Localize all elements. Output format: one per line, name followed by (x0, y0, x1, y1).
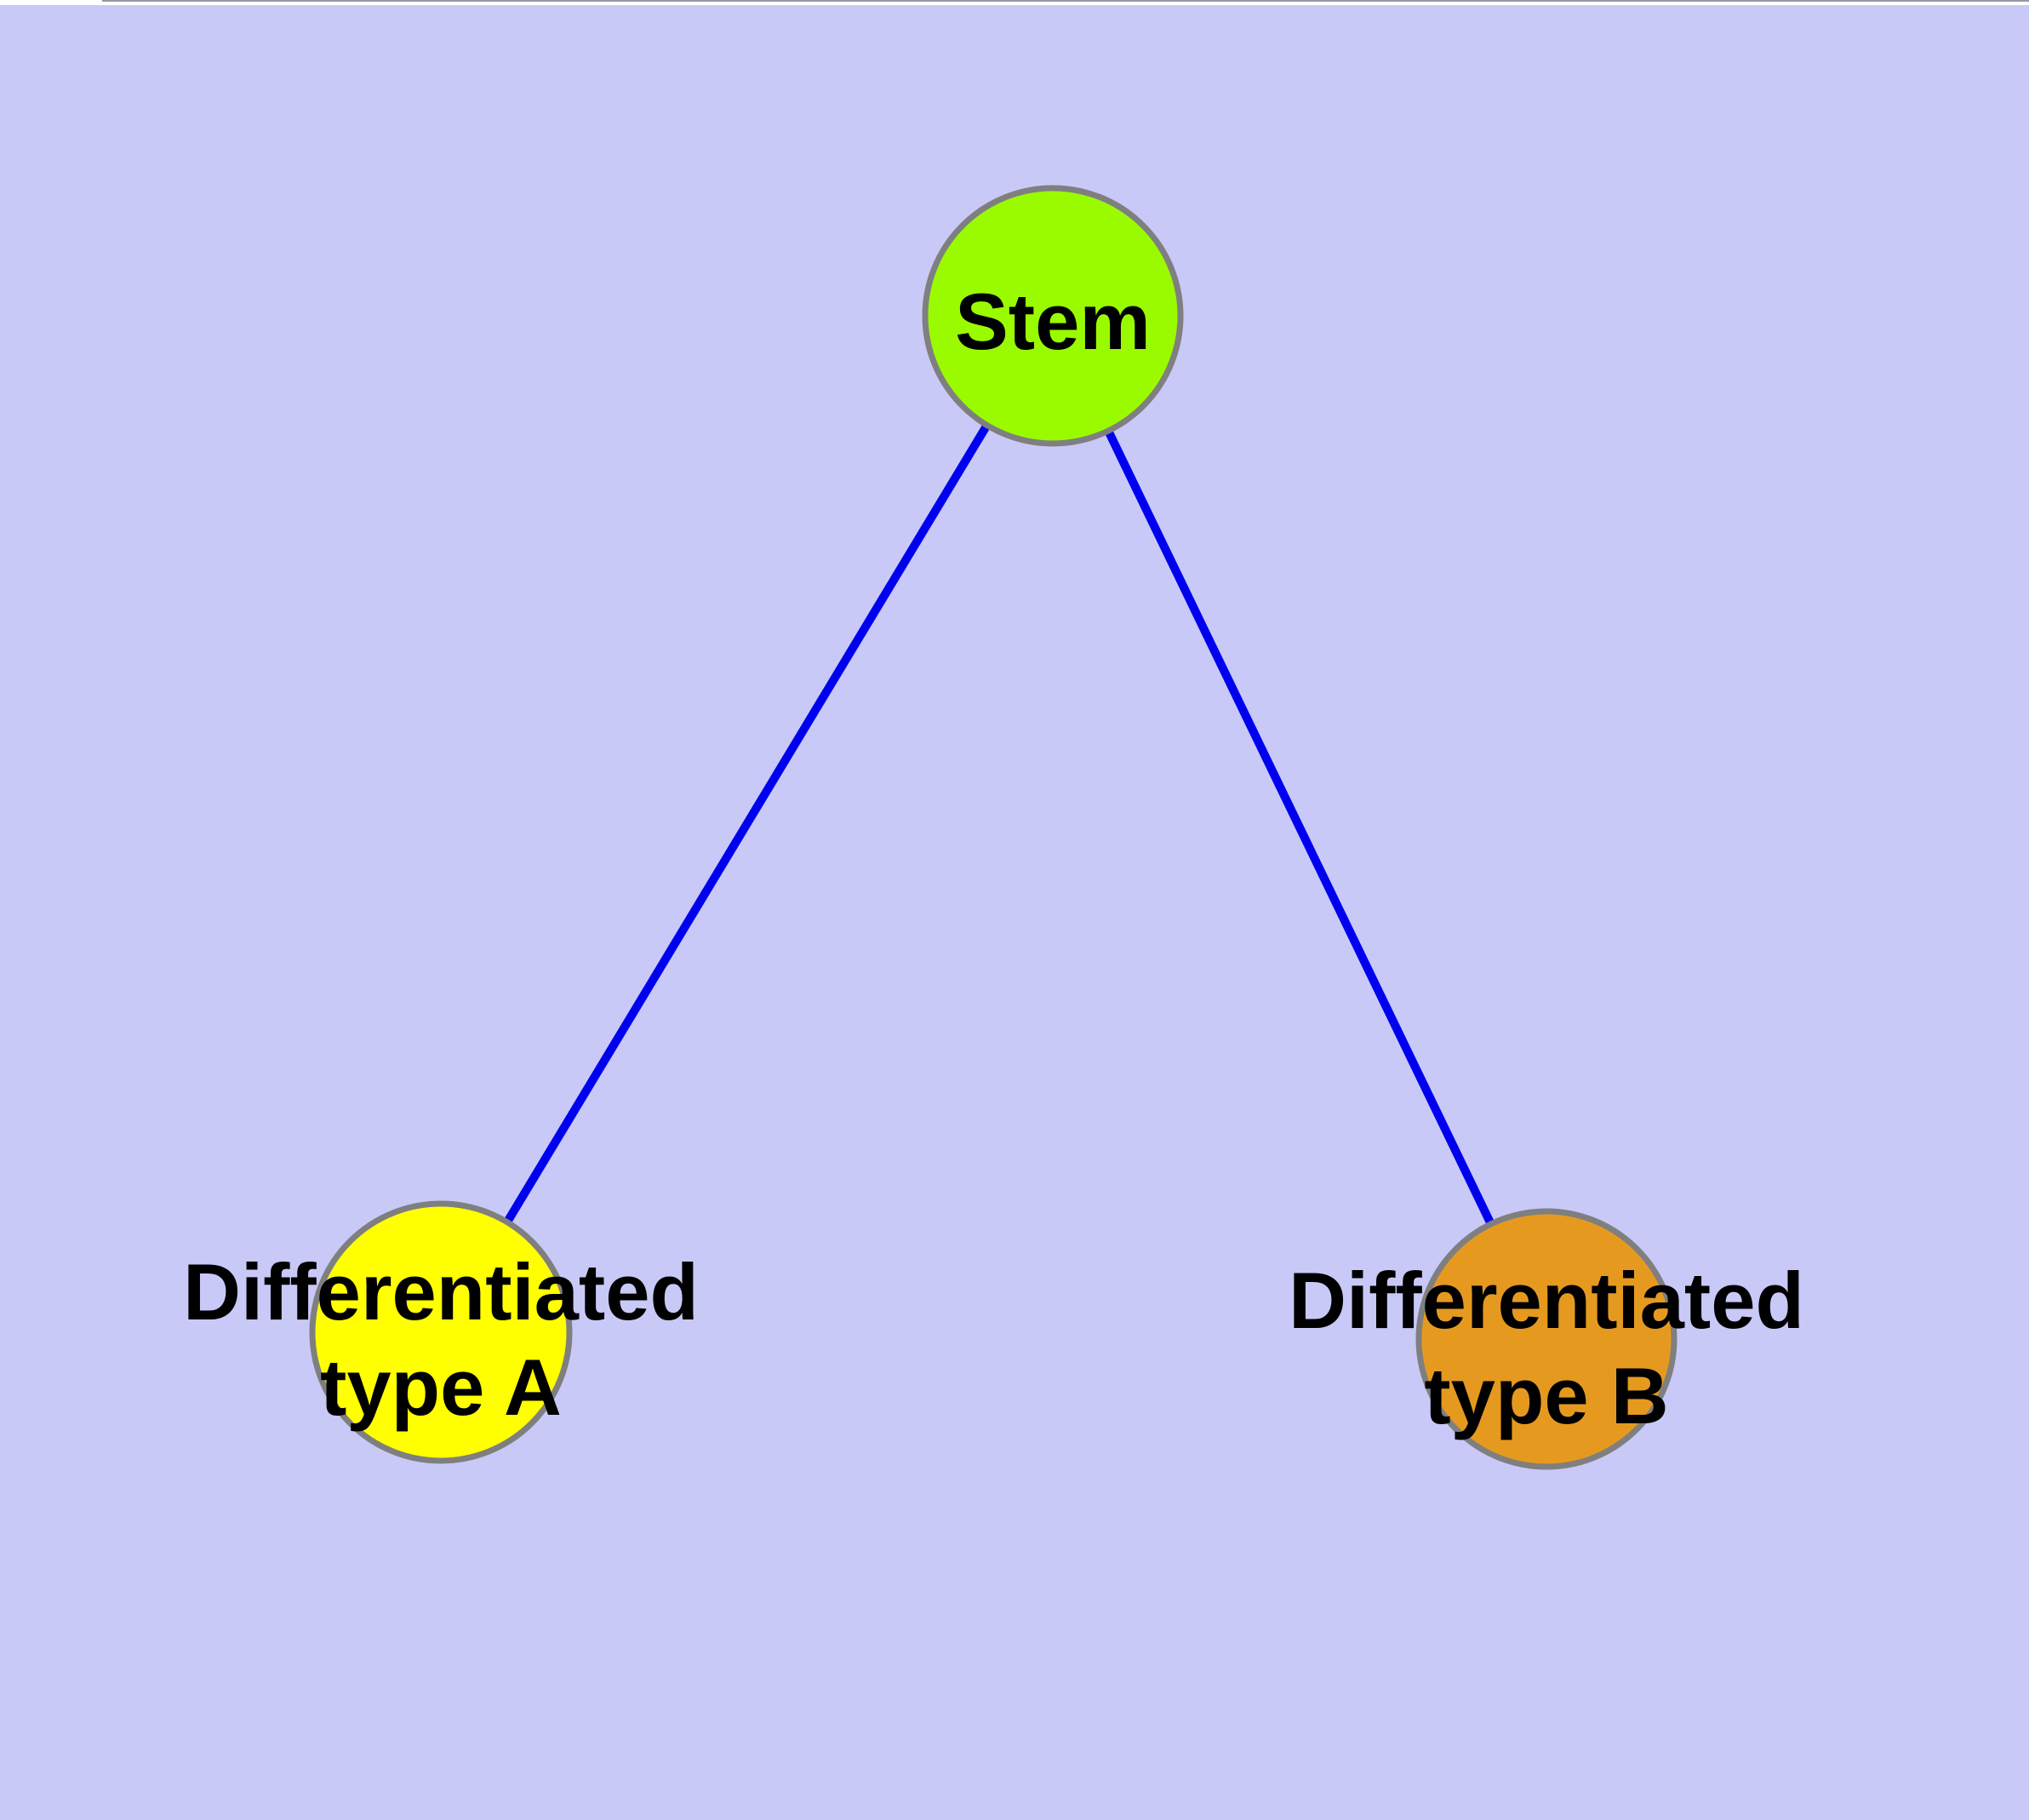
node-differentiated-type-b (1415, 1208, 1677, 1470)
window-top-line (102, 0, 2029, 2)
edge-stem-to-type-a (437, 313, 1057, 1335)
node-differentiated-type-a-label-line1: Differentiated (183, 1247, 699, 1336)
node-stem (922, 185, 1184, 447)
node-differentiated-type-b-label-line1: Differentiated (1289, 1256, 1804, 1345)
window-top-band (0, 0, 2029, 5)
node-differentiated-type-a (309, 1200, 573, 1464)
edge-stem-to-type-b (1049, 313, 1551, 1342)
node-differentiated-type-a-label-line2: type A (320, 1342, 562, 1432)
node-differentiated-type-b-label-line2: type B (1424, 1351, 1668, 1440)
node-stem-label: Stem (955, 277, 1151, 366)
